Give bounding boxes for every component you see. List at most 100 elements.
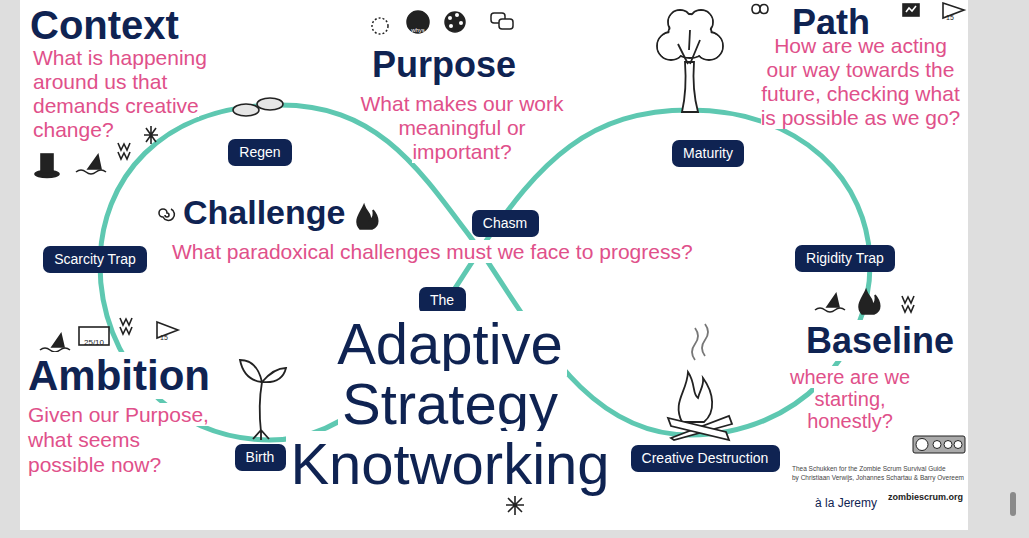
- scrollbar-thumb: [1010, 492, 1016, 516]
- title: Adaptive Strategy Knotworking: [286, 311, 613, 496]
- credit-text: by Christiaan Verwijs, Johannes Schartau…: [792, 466, 968, 484]
- tree-icon: [682, 62, 698, 112]
- icon-text: 25/10: [84, 338, 104, 347]
- section-question: How are we acting our way towards the fu…: [761, 34, 961, 129]
- baseline-icons: [815, 290, 914, 314]
- cc-badge: [913, 436, 965, 453]
- path-icons: [752, 5, 768, 14]
- campfire-icon: [668, 418, 729, 440]
- section-heading: Challenge: [183, 193, 345, 231]
- cc-badge: [916, 439, 928, 451]
- stage-box: Scarcity Trap: [43, 246, 147, 273]
- section-heading: Context: [30, 2, 179, 48]
- stage-label: Chasm: [483, 215, 527, 231]
- title-block: Adaptive Strategy Knotworking: [270, 314, 630, 494]
- stage-box: Rigidity Trap: [795, 245, 895, 272]
- tree-icon: [657, 10, 723, 112]
- icon-text: whys: [411, 27, 425, 33]
- top-icons: [445, 12, 465, 32]
- stones-icon: [233, 98, 283, 116]
- stage-label: The: [430, 292, 454, 308]
- section-question: What is happening around us that demands…: [33, 46, 233, 142]
- section-question: What is happening around us that demands…: [33, 46, 207, 141]
- section-heading: Baseline: [806, 320, 954, 361]
- credit-text: Thea Schukken for the Zombie Scrum Survi…: [792, 457, 968, 475]
- context-icons: [88, 155, 101, 169]
- ambition-icons: [40, 318, 178, 352]
- sprout-icon: [253, 430, 269, 440]
- stones-icon: [233, 104, 259, 116]
- challenge-icons: [159, 209, 174, 220]
- campfire-icon: [668, 324, 732, 440]
- sprout-icon: [240, 360, 262, 382]
- icon-text: whys: [406, 18, 430, 36]
- top-icons: [499, 19, 513, 29]
- website-text: zombiescrum.org: [888, 486, 963, 504]
- icon-text: 15: [942, 6, 958, 24]
- path-icons: [903, 4, 919, 16]
- section-heading: Ambition: [28, 352, 210, 399]
- baseline-icons: [827, 294, 839, 307]
- ambition-icons: [120, 318, 132, 334]
- section-heading: Baseline: [806, 320, 954, 361]
- top-icons: [448, 16, 452, 20]
- campfire-icon: [702, 324, 708, 356]
- stage-label: Creative Destruction: [642, 450, 769, 466]
- campfire-icon: [679, 372, 713, 422]
- cc-badge: [954, 441, 962, 449]
- top-icons: [372, 18, 388, 34]
- icon-text: 15: [156, 326, 172, 344]
- stage-label: Regen: [239, 144, 280, 160]
- knotworking-figure: [506, 495, 524, 515]
- stage-box: Creative Destruction: [631, 445, 780, 472]
- knotworking-figure: [506, 495, 524, 515]
- stones-icon: [257, 98, 283, 110]
- section-question: where are we starting, honestly?: [790, 366, 910, 432]
- stage-label: Maturity: [683, 145, 733, 161]
- sprout-icon: [240, 360, 286, 440]
- tree-icon: [678, 30, 700, 64]
- context-icons: [118, 143, 130, 159]
- icon-text: 15: [160, 334, 168, 341]
- tree-icon: [690, 11, 712, 33]
- website-text: zombiescrum.org: [888, 492, 963, 502]
- signature-text: à la Jeremy: [815, 493, 877, 511]
- stage-box: Maturity: [672, 140, 744, 167]
- stage-box: Chasm: [472, 210, 539, 237]
- context-icons: [76, 170, 106, 174]
- top-icons: [372, 11, 513, 34]
- challenge-icons: [357, 205, 378, 229]
- context-icons: [41, 154, 53, 173]
- tree-icon: [658, 33, 684, 59]
- sprout-icon: [262, 368, 286, 382]
- signature-text: à la Jeremy: [815, 496, 877, 510]
- credit-text: Thea Schukken for the Zombie Scrum Survi…: [792, 465, 946, 472]
- ambition-icons: [52, 334, 64, 347]
- section-heading: Purpose: [372, 44, 516, 85]
- section-question: How are we acting our way towards the fu…: [758, 34, 963, 130]
- cc-badge: [913, 436, 965, 453]
- cc-badge: [933, 441, 941, 449]
- section-question: where are we starting, honestly?: [770, 366, 930, 432]
- section-heading: Ambition: [28, 352, 210, 400]
- baseline-icons: [815, 308, 845, 312]
- tree-icon: [669, 11, 691, 33]
- stage-box: Regen: [228, 139, 292, 166]
- section-heading: Challenge: [183, 193, 345, 232]
- top-icons: [449, 24, 453, 28]
- stage-box: Birth: [235, 444, 286, 471]
- section-heading: Context: [30, 3, 179, 47]
- icon-text: 25/10: [79, 331, 109, 349]
- path-icons: [906, 6, 916, 12]
- section-question: What paradoxical challenges must we face…: [172, 240, 693, 264]
- top-icons: [407, 11, 429, 33]
- section-question: What makes our work meaningful or import…: [352, 92, 572, 164]
- section-question: Given our Purpose, what seems possible n…: [28, 402, 218, 477]
- section-question: What paradoxical challenges must we face…: [172, 240, 693, 263]
- context-icons: [144, 126, 158, 144]
- stage-box: The: [419, 287, 466, 314]
- baseline-icons: [859, 290, 880, 314]
- top-icons: [455, 13, 459, 17]
